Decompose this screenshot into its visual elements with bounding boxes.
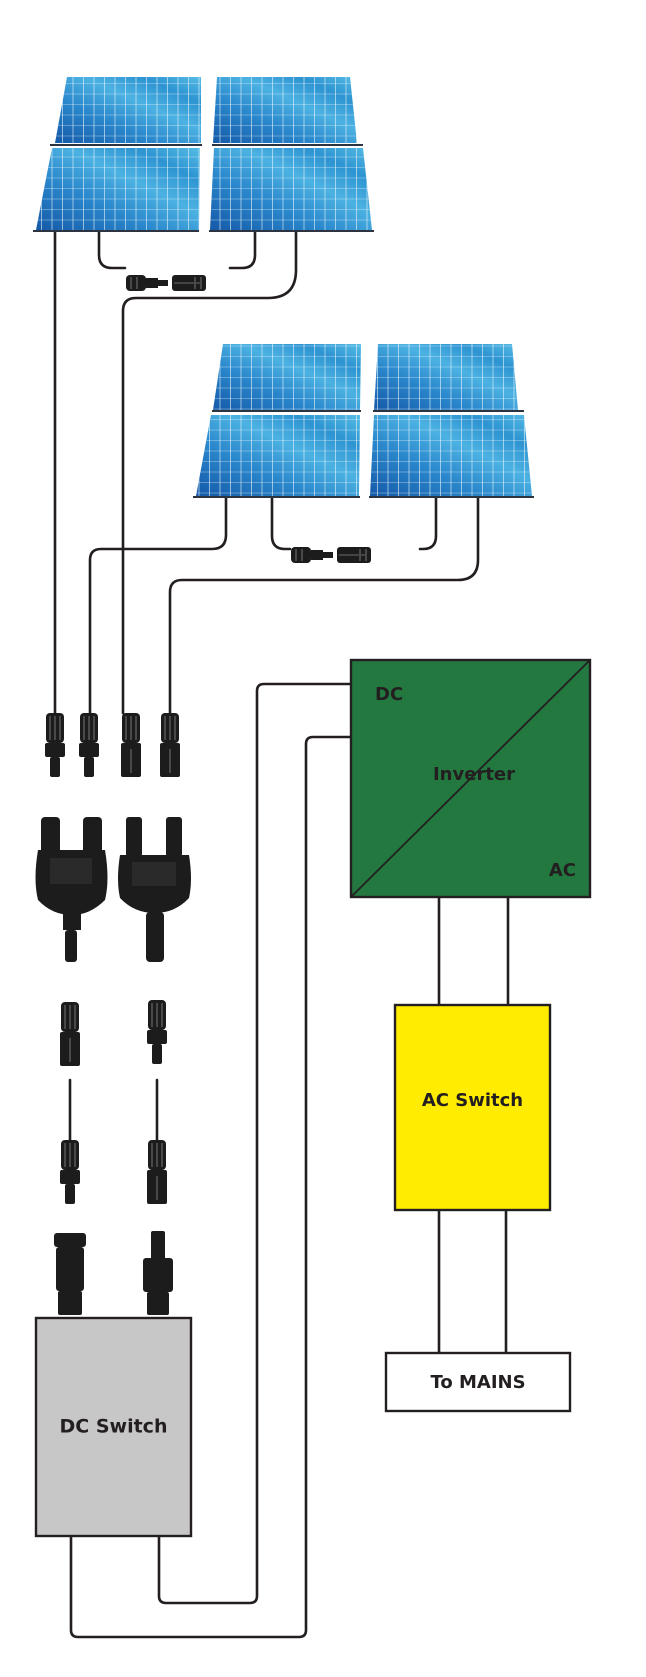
solar-panel	[369, 415, 534, 498]
solar-array-2	[193, 344, 534, 564]
solar-panel	[373, 344, 524, 412]
dc-switch-label: DC Switch	[60, 1416, 168, 1438]
inverter: DC Inverter AC	[349, 658, 592, 899]
solar-panel	[209, 148, 374, 232]
solar-panel	[212, 344, 361, 412]
mc4-female-connector	[60, 1002, 80, 1066]
ac-switch-label: AC Switch	[422, 1090, 523, 1111]
wire-dcswitch-to-inverter-1	[157, 682, 353, 1605]
y-branch-connector-right	[118, 817, 191, 962]
wire-array1-link-left	[97, 214, 127, 270]
inverter-label: Inverter	[433, 764, 515, 785]
wire-array1-link-right	[228, 214, 257, 270]
inverter-ac-label: AC	[549, 860, 576, 881]
wire-array2-link-left	[270, 463, 292, 551]
solar-panel	[212, 77, 363, 146]
dc-switch-input-connectors	[54, 1231, 173, 1315]
dc-gland-connector-right	[143, 1231, 173, 1315]
inverter-diagonal	[351, 660, 590, 897]
solar-panel	[50, 77, 202, 146]
mc4-male-connector	[45, 713, 65, 777]
mc4-connectors	[45, 713, 180, 777]
extension-connectors	[60, 1000, 167, 1204]
mc4-male-connector	[147, 1000, 167, 1064]
mains: To MAINS	[384, 1351, 572, 1413]
mc4-male-connector	[79, 713, 99, 777]
mc4-male-connector	[60, 1140, 80, 1204]
solar-panel	[193, 415, 360, 498]
mains-label: To MAINS	[430, 1372, 525, 1393]
wire-array2-negative	[88, 463, 228, 715]
wire-array2-link-right	[418, 463, 438, 551]
dc-wiring	[53, 214, 510, 1639]
y-branch-connector-left	[35, 817, 108, 962]
mc4-female-connector	[147, 1140, 167, 1204]
dc-gland-connector-left	[54, 1233, 86, 1315]
solar-panel	[33, 148, 200, 232]
ac-switch: AC Switch	[393, 1003, 552, 1212]
y-branch-connectors	[35, 817, 191, 962]
mc4-inline-connector-pair	[125, 274, 207, 292]
mc4-female-connector	[121, 713, 141, 777]
mc4-female-connector	[160, 713, 180, 777]
wire-dcswitch-to-inverter-2	[69, 735, 353, 1639]
inverter-dc-label: DC	[375, 684, 403, 705]
mc4-inline-connector-pair	[290, 546, 372, 564]
wire-array2-positive	[168, 463, 480, 715]
dc-switch: DC Switch	[34, 1316, 193, 1538]
solar-array-1	[33, 77, 374, 292]
wire-array1-positive	[121, 214, 298, 715]
